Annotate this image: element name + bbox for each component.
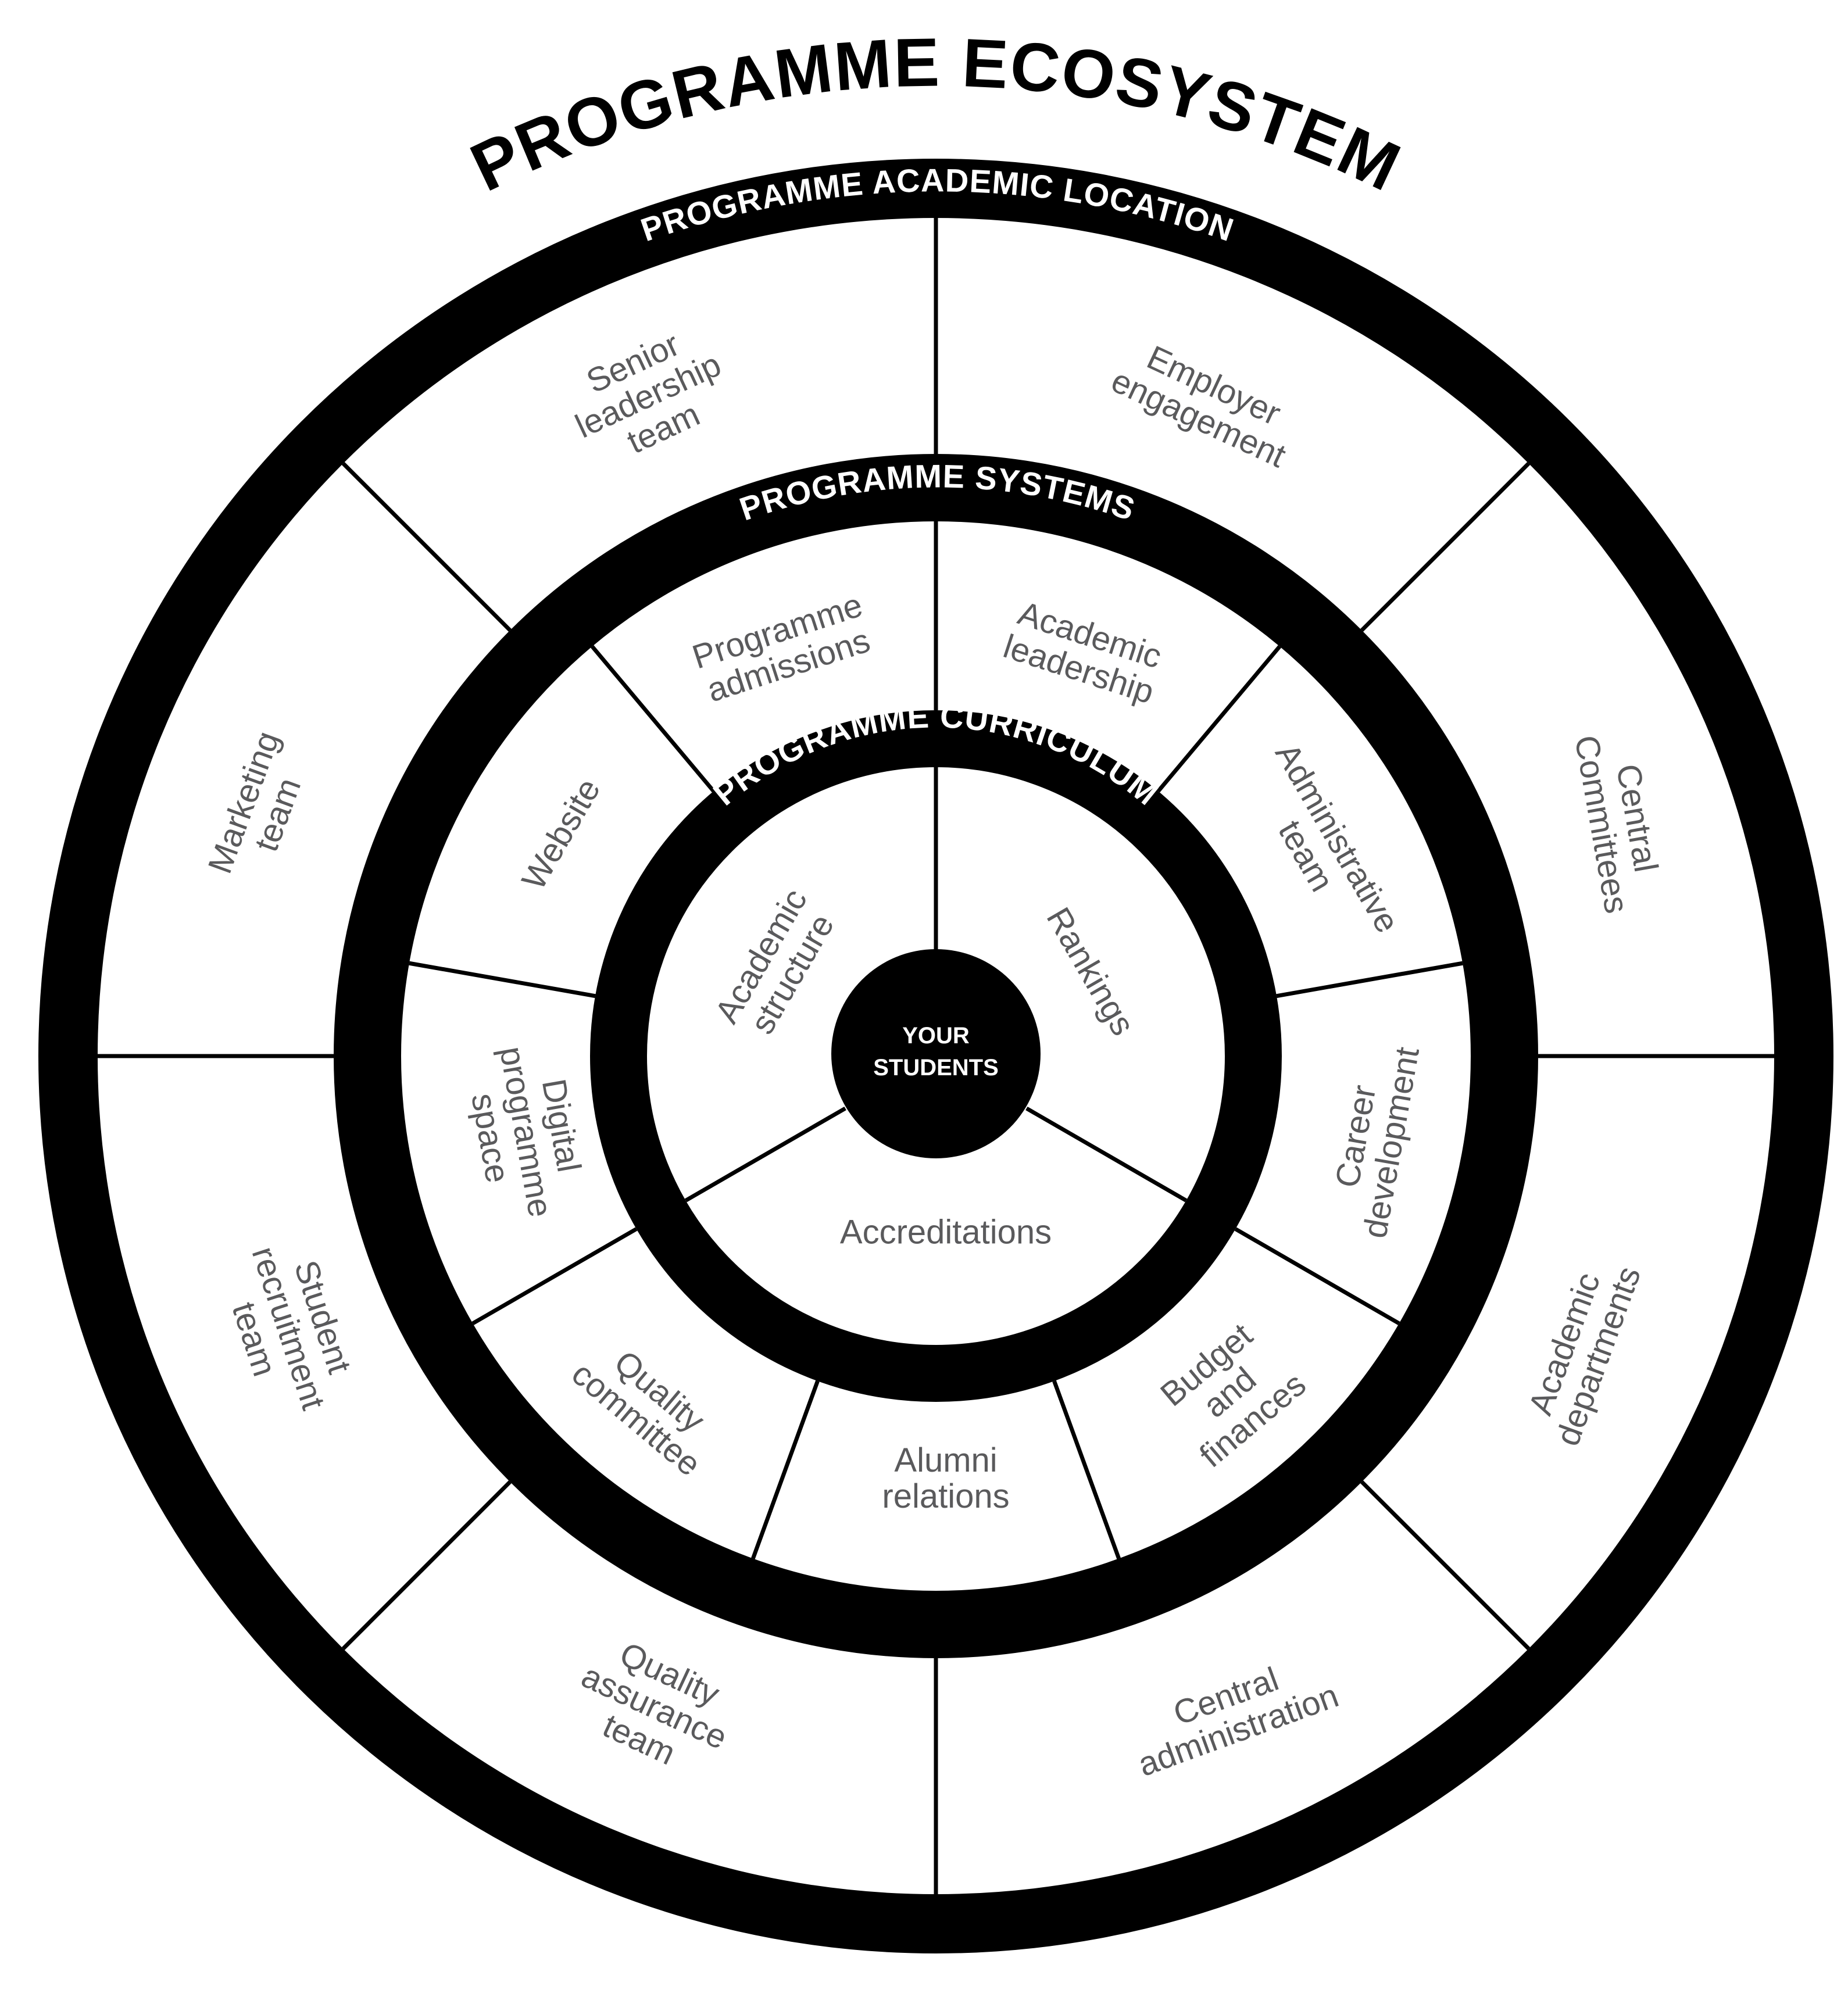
inner-segment-accreditations: Accreditations xyxy=(840,1213,1052,1251)
middle-segment-website: Website xyxy=(514,772,608,896)
inner-ring-programme-curriculum xyxy=(590,710,1282,1402)
middle-ring-programme-systems xyxy=(334,454,1538,1658)
segment-label-line: Rankings xyxy=(1039,901,1142,1042)
inner-ring-divider xyxy=(1025,1106,1188,1203)
outer-ring-programme-academic-location xyxy=(38,159,1833,1953)
middle-ring-divider xyxy=(1234,1227,1400,1326)
segment-label-line: relations xyxy=(882,1477,1009,1515)
segment-label-line: Accreditations xyxy=(840,1213,1052,1251)
middle-ring-divider xyxy=(409,961,596,999)
inner-segment-rankings: Rankings xyxy=(1039,901,1142,1042)
segment-label-line: Alumni xyxy=(894,1441,997,1479)
middle-ring-divider xyxy=(1276,961,1463,999)
middle-ring-divider xyxy=(590,645,716,793)
outer-ring-divider xyxy=(341,1480,512,1651)
hub-label-line-1: YOUR xyxy=(902,1023,970,1049)
middle-ring-divider xyxy=(1052,1380,1121,1559)
outer-ring-divider xyxy=(1360,461,1531,632)
outer-ring-divider xyxy=(1360,1480,1531,1651)
middle-ring-divider xyxy=(751,1380,820,1559)
segment-label-line: Website xyxy=(514,772,608,896)
middle-ring-divider xyxy=(1156,645,1282,793)
dividers-layer xyxy=(98,218,1774,1894)
hub-label-line-2: STUDENTS xyxy=(873,1055,999,1080)
rings-layer xyxy=(38,159,1833,1953)
inner-ring-divider xyxy=(684,1106,846,1203)
hub-your-students xyxy=(831,949,1041,1158)
outer-ring-divider xyxy=(341,461,512,632)
middle-ring-divider xyxy=(471,1227,638,1326)
